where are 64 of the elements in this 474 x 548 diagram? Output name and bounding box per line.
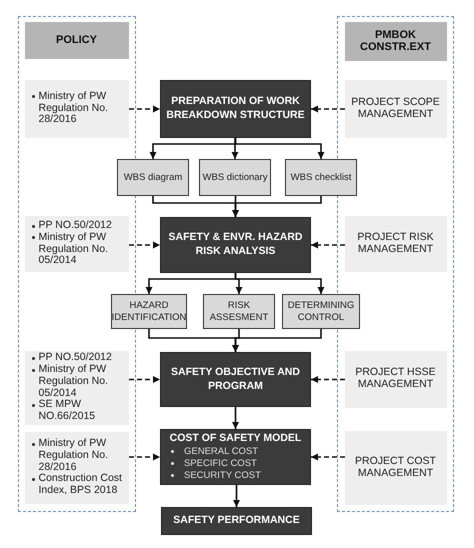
label-text: PREPARATION OF WORK BREAKDOWN STRUCTURE — [165, 95, 306, 123]
reference-text: PP NO.50/2012 — [38, 352, 112, 364]
label-text: DETERMINING CONTROL — [286, 300, 356, 324]
reference-box — [344, 430, 446, 504]
label-text: HAZARD IDENTIFICATION — [112, 300, 186, 324]
list-item: SECURITY COST — [184, 470, 261, 482]
sub-process-box — [285, 159, 357, 196]
label-text: PMBOK CONSTR.EXT — [359, 29, 432, 53]
header-box — [24, 22, 128, 58]
arrow — [232, 138, 238, 159]
reference-text: Ministry of PW Regulation No. 28/2016 — [38, 438, 109, 473]
label-text: SAFETY OBJECTIVE AND PROGRAM — [170, 366, 301, 394]
label-text: SAFETY PERFORMANCE — [173, 514, 300, 528]
dashed-arrow — [311, 106, 345, 112]
label-text: PROJECT RISK MANAGEMENT — [356, 232, 435, 256]
dashed-arrow — [129, 106, 160, 112]
reference-text: Construction Cost Index, BPS 2018 — [38, 473, 123, 497]
dashed-arrow — [129, 454, 160, 460]
arrow — [232, 407, 239, 429]
list-item: SPECIFIC COST — [184, 458, 257, 470]
arrow — [234, 273, 324, 294]
reference-box — [344, 350, 446, 408]
dashed-arrow — [129, 376, 160, 383]
dashed-arrow — [311, 242, 345, 248]
reference-box — [24, 80, 128, 138]
sub-process-box — [111, 294, 187, 329]
label-text: POLICY — [56, 34, 97, 46]
reference-text: SE MPW NO.66/2015 — [38, 399, 96, 423]
arrow — [232, 196, 322, 217]
process-box — [160, 80, 311, 138]
reference-text: Ministry of PW Regulation No. 05/2014 — [38, 232, 109, 267]
reference-text: Ministry of PW Regulation No. 28/2016 — [38, 90, 109, 126]
list-item: GENERAL COST — [184, 446, 258, 458]
arrow — [234, 138, 324, 159]
arrow — [233, 485, 240, 507]
sub-process-box — [282, 294, 360, 329]
label-text: PROJECT SCOPE MANAGEMENT — [350, 96, 441, 120]
process-box — [160, 429, 311, 485]
header-box — [344, 22, 446, 60]
sub-process-box — [117, 159, 189, 196]
process-box — [160, 352, 311, 407]
reference-box — [344, 216, 446, 272]
sub-process-box — [203, 294, 275, 329]
sub-process-box — [199, 159, 271, 196]
dashed-arrow — [311, 376, 345, 383]
arrow — [232, 329, 322, 352]
label-text: PROJECT COST MANAGEMENT — [354, 456, 437, 480]
label-text: RISK ASSESMENT — [208, 300, 270, 324]
label-text: WBS checklist — [290, 172, 352, 184]
reference-box — [24, 432, 128, 504]
reference-text: PP NO.50/2012 — [38, 220, 112, 232]
label-text: WBS dictionary — [202, 172, 268, 184]
box-title: COST OF SAFETY MODEL — [170, 432, 302, 446]
process-box — [161, 507, 312, 535]
dashed-arrow — [311, 454, 345, 460]
dashed-arrow — [129, 242, 160, 248]
label-text: WBS diagram — [124, 172, 182, 184]
process-box — [160, 217, 311, 273]
label-text: SAFETY & ENVR. HAZARD RISK ANALYSIS — [168, 231, 304, 259]
reference-box — [24, 216, 128, 272]
reference-box — [24, 350, 128, 424]
reference-text: Ministry of PW Regulation No. 05/2014 — [38, 364, 109, 400]
label-text: PROJECT HSSE MANAGEMENT — [354, 367, 437, 391]
reference-box — [344, 80, 446, 138]
